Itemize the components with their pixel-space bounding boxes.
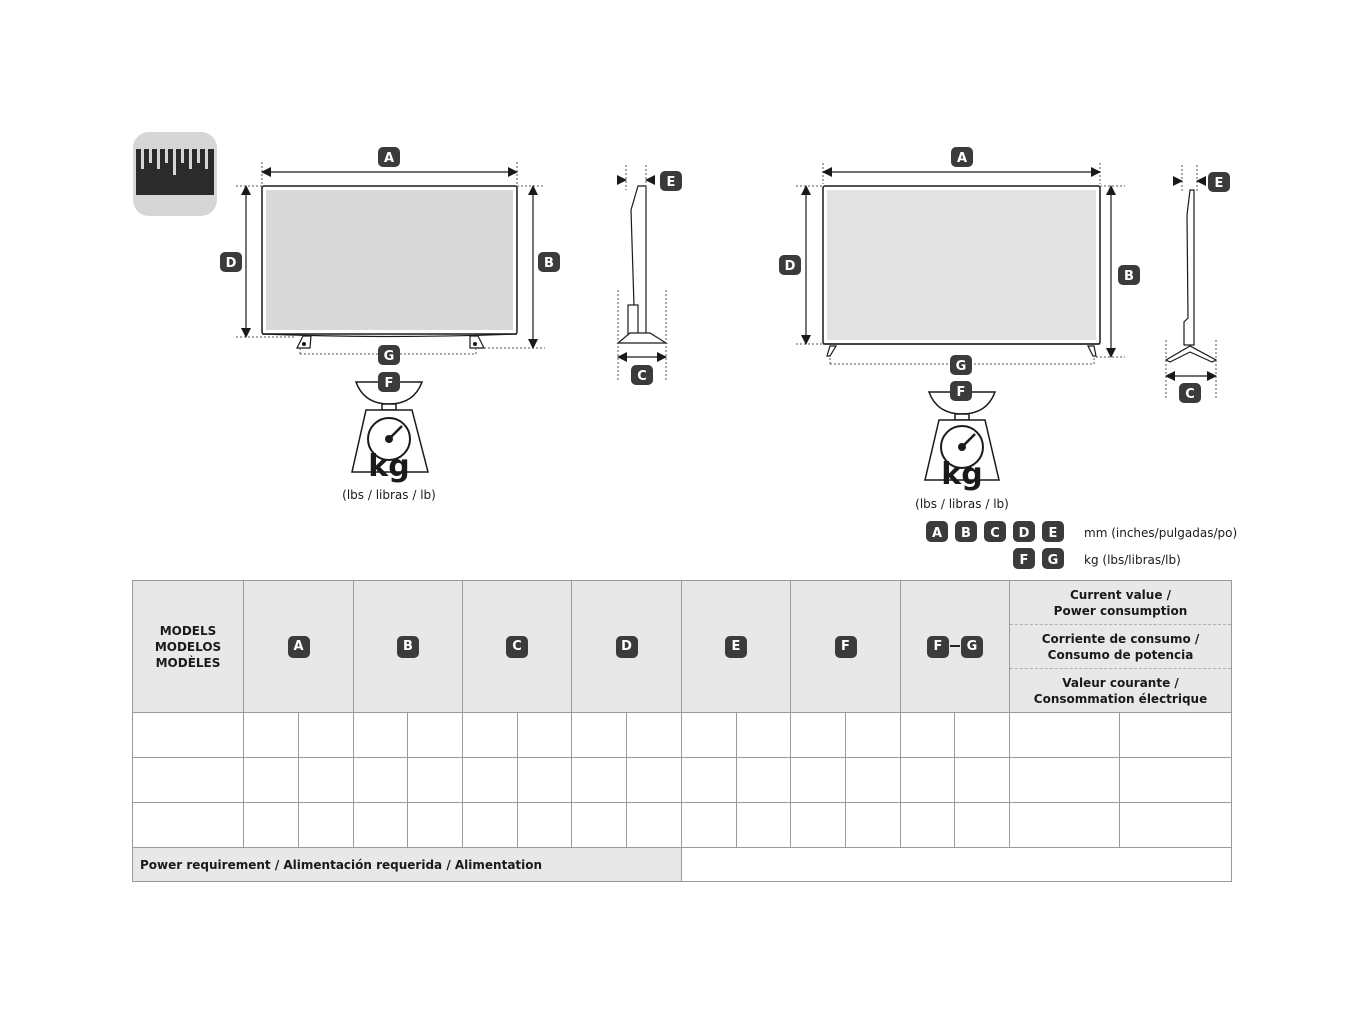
power-requirement-label: Power requirement / Alimentación requeri… bbox=[132, 847, 682, 882]
badge-b-left: B bbox=[538, 252, 560, 272]
legend-badge-d: D bbox=[1013, 521, 1035, 542]
svg-text:G: G bbox=[384, 349, 395, 364]
svg-text:D: D bbox=[226, 256, 237, 271]
dimension-diagrams: A D B G F E C A D B G F E C A B C D E F … bbox=[220, 147, 1237, 569]
badge-f-left: F bbox=[378, 372, 400, 392]
legend-badge-b: B bbox=[955, 521, 977, 542]
badge-a-right: A bbox=[951, 147, 973, 167]
models-header-fr: MODÈLES bbox=[155, 655, 221, 670]
weight-scale-icon-right bbox=[924, 391, 1000, 481]
power-requirement-value bbox=[680, 847, 1233, 882]
header-d: D bbox=[571, 580, 682, 713]
consumption-header-en: Current value /Power consumption bbox=[1010, 581, 1232, 625]
svg-text:A: A bbox=[932, 526, 942, 541]
legend-badge-e: E bbox=[1042, 521, 1064, 542]
svg-text:C: C bbox=[990, 526, 1000, 541]
scale-sub-units-left: (lbs / libras / lb) bbox=[342, 488, 436, 502]
table-cell bbox=[132, 757, 244, 803]
svg-text:A: A bbox=[384, 151, 394, 166]
models-header-en: MODELS bbox=[159, 623, 217, 638]
svg-text:C: C bbox=[637, 369, 647, 384]
legend-badge-g: G bbox=[1042, 548, 1064, 569]
consumption-header-es: Corriente de consumo /Consumo de potenci… bbox=[1010, 625, 1232, 669]
svg-text:B: B bbox=[544, 256, 554, 271]
models-header-es: MODELOS bbox=[154, 639, 222, 654]
table-cell bbox=[132, 712, 244, 758]
ruler-icon bbox=[133, 132, 217, 216]
svg-text:E: E bbox=[667, 175, 676, 190]
svg-text:G: G bbox=[956, 359, 967, 374]
table-row bbox=[132, 802, 1233, 848]
scale-unit-left: kg bbox=[368, 449, 409, 484]
svg-text:E: E bbox=[1049, 526, 1058, 541]
scale-unit-right: kg bbox=[941, 457, 982, 492]
svg-text:E: E bbox=[1215, 176, 1224, 191]
header-e: E bbox=[681, 580, 791, 713]
tv-front-right bbox=[796, 163, 1125, 365]
svg-text:B: B bbox=[1124, 269, 1134, 284]
badge-e-right: E bbox=[1208, 172, 1230, 192]
legend-badge-c: C bbox=[984, 521, 1006, 542]
models-header: MODELS MODELOS MODÈLES bbox=[132, 580, 244, 713]
table-row bbox=[132, 712, 1233, 758]
power-requirement-row: Power requirement / Alimentación requeri… bbox=[132, 847, 1233, 882]
weight-scale-icon-left bbox=[351, 381, 429, 473]
header-f: F bbox=[790, 580, 901, 713]
tv-front-left bbox=[236, 162, 545, 355]
header-c: C bbox=[462, 580, 572, 713]
badge-g-left: G bbox=[378, 345, 400, 365]
svg-text:D: D bbox=[785, 259, 796, 274]
header-b: B bbox=[353, 580, 463, 713]
svg-text:C: C bbox=[1185, 387, 1195, 402]
svg-text:F: F bbox=[1020, 553, 1029, 568]
badge-g-right: G bbox=[950, 355, 972, 375]
badge-c-left: C bbox=[631, 365, 653, 385]
tv-side-right bbox=[1164, 165, 1218, 398]
badge-d-right: D bbox=[779, 255, 801, 275]
svg-text:F: F bbox=[957, 385, 966, 400]
header-a: A bbox=[243, 580, 354, 713]
badge-b-right: B bbox=[1118, 265, 1140, 285]
badge-f-right: F bbox=[950, 381, 972, 401]
legend-dims-units: mm (inches/pulgadas/po) bbox=[1084, 526, 1237, 540]
consumption-header-fr: Valeur courante /Consommation électrique bbox=[1033, 675, 1208, 706]
badge-e-left: E bbox=[660, 171, 682, 191]
svg-text:D: D bbox=[1019, 526, 1030, 541]
scale-sub-units-right: (lbs / libras / lb) bbox=[915, 497, 1009, 511]
badge-d-left: D bbox=[220, 252, 242, 272]
badge-a-left: A bbox=[378, 147, 400, 167]
legend-weight-units: kg (lbs/libras/lb) bbox=[1084, 553, 1181, 567]
ruler-icon-graphic bbox=[136, 149, 214, 195]
svg-text:B: B bbox=[961, 526, 971, 541]
svg-text:F: F bbox=[385, 376, 394, 391]
table-cell bbox=[132, 802, 244, 848]
svg-text:A: A bbox=[957, 151, 967, 166]
legend-badge-a: A bbox=[926, 521, 948, 542]
minus-sign bbox=[950, 645, 960, 647]
badge-c-right: C bbox=[1179, 383, 1201, 403]
table-row bbox=[132, 757, 1233, 803]
tv-side-left bbox=[616, 165, 669, 380]
consumption-header: Current value /Power consumption Corrien… bbox=[1008, 580, 1233, 713]
svg-text:G: G bbox=[1048, 553, 1059, 568]
legend-badge-f: F bbox=[1013, 548, 1035, 569]
